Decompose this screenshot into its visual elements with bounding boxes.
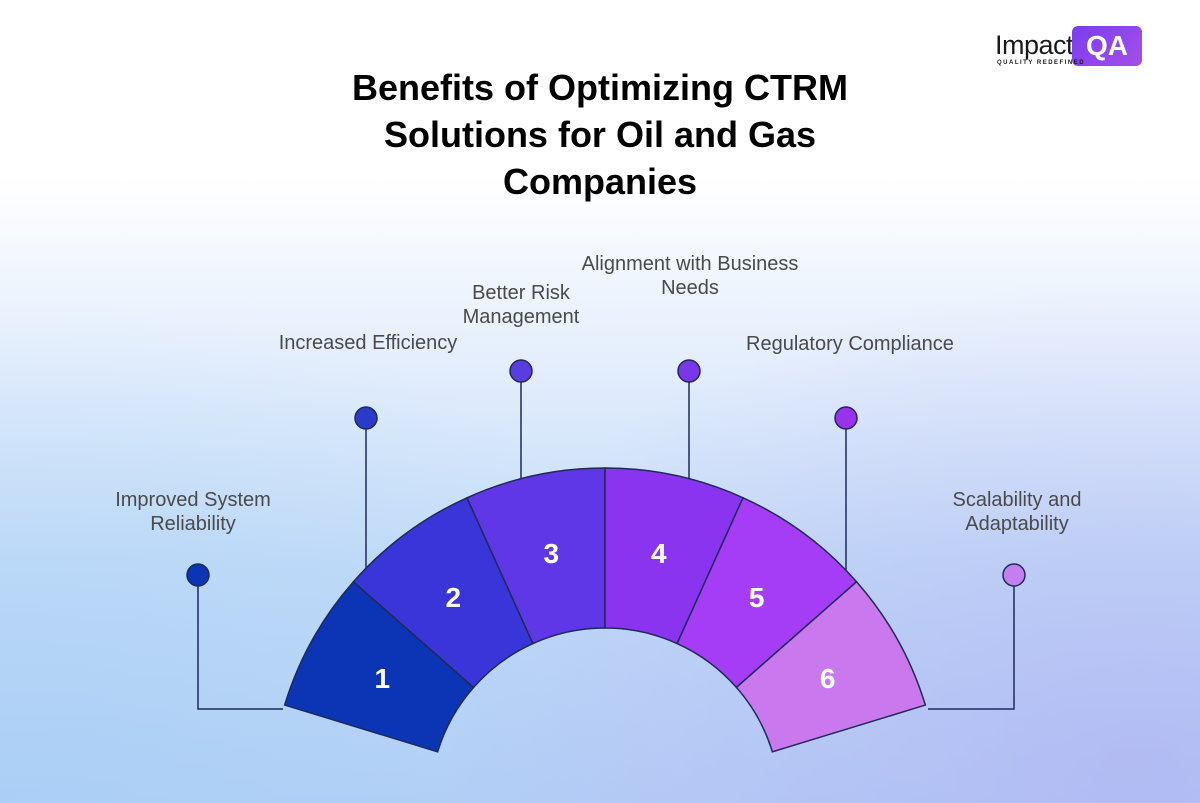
- impactqa-logo: Impact QA QUALITY REDEFINED: [995, 26, 1150, 70]
- benefit-label-2: Increased Efficiency: [278, 332, 458, 354]
- benefit-label-4: Alignment with Business Needs: [581, 253, 799, 299]
- connector-line-1: [197, 575, 283, 710]
- benefit-label-6: Scalability and Adaptability: [952, 489, 1082, 535]
- benefit-label-5: Regulatory Compliance: [746, 333, 954, 355]
- segment-number-2: 2: [445, 582, 462, 614]
- connector-line-6: [928, 575, 1015, 710]
- segment-number-6: 6: [819, 662, 836, 694]
- logo-tagline: QUALITY REDEFINED: [997, 60, 1086, 66]
- connectors: [197, 371, 1015, 710]
- marker-dot-2: [354, 406, 378, 430]
- arc-segment-6: [735, 580, 927, 753]
- segment-number-5: 5: [748, 582, 765, 614]
- marker-dot-1: [186, 563, 210, 587]
- segment-number-4: 4: [650, 537, 667, 569]
- benefit-label-3: Better Risk Management: [462, 282, 580, 328]
- segment-number-1: 1: [374, 662, 391, 694]
- page-title: Benefits of Optimizing CTRM Solutions fo…: [352, 67, 848, 202]
- marker-dot-6: [1002, 563, 1026, 587]
- benefit-label-1: Improved System Reliability: [115, 489, 271, 535]
- marker-dots: [186, 359, 1026, 587]
- logo-word: Impact: [995, 30, 1074, 60]
- marker-dot-3: [509, 359, 533, 383]
- segment-number-3: 3: [543, 537, 560, 569]
- arc-segments: [283, 467, 927, 753]
- logo-badge: QA: [1072, 26, 1142, 66]
- marker-dot-4: [677, 359, 701, 383]
- marker-dot-5: [834, 406, 858, 430]
